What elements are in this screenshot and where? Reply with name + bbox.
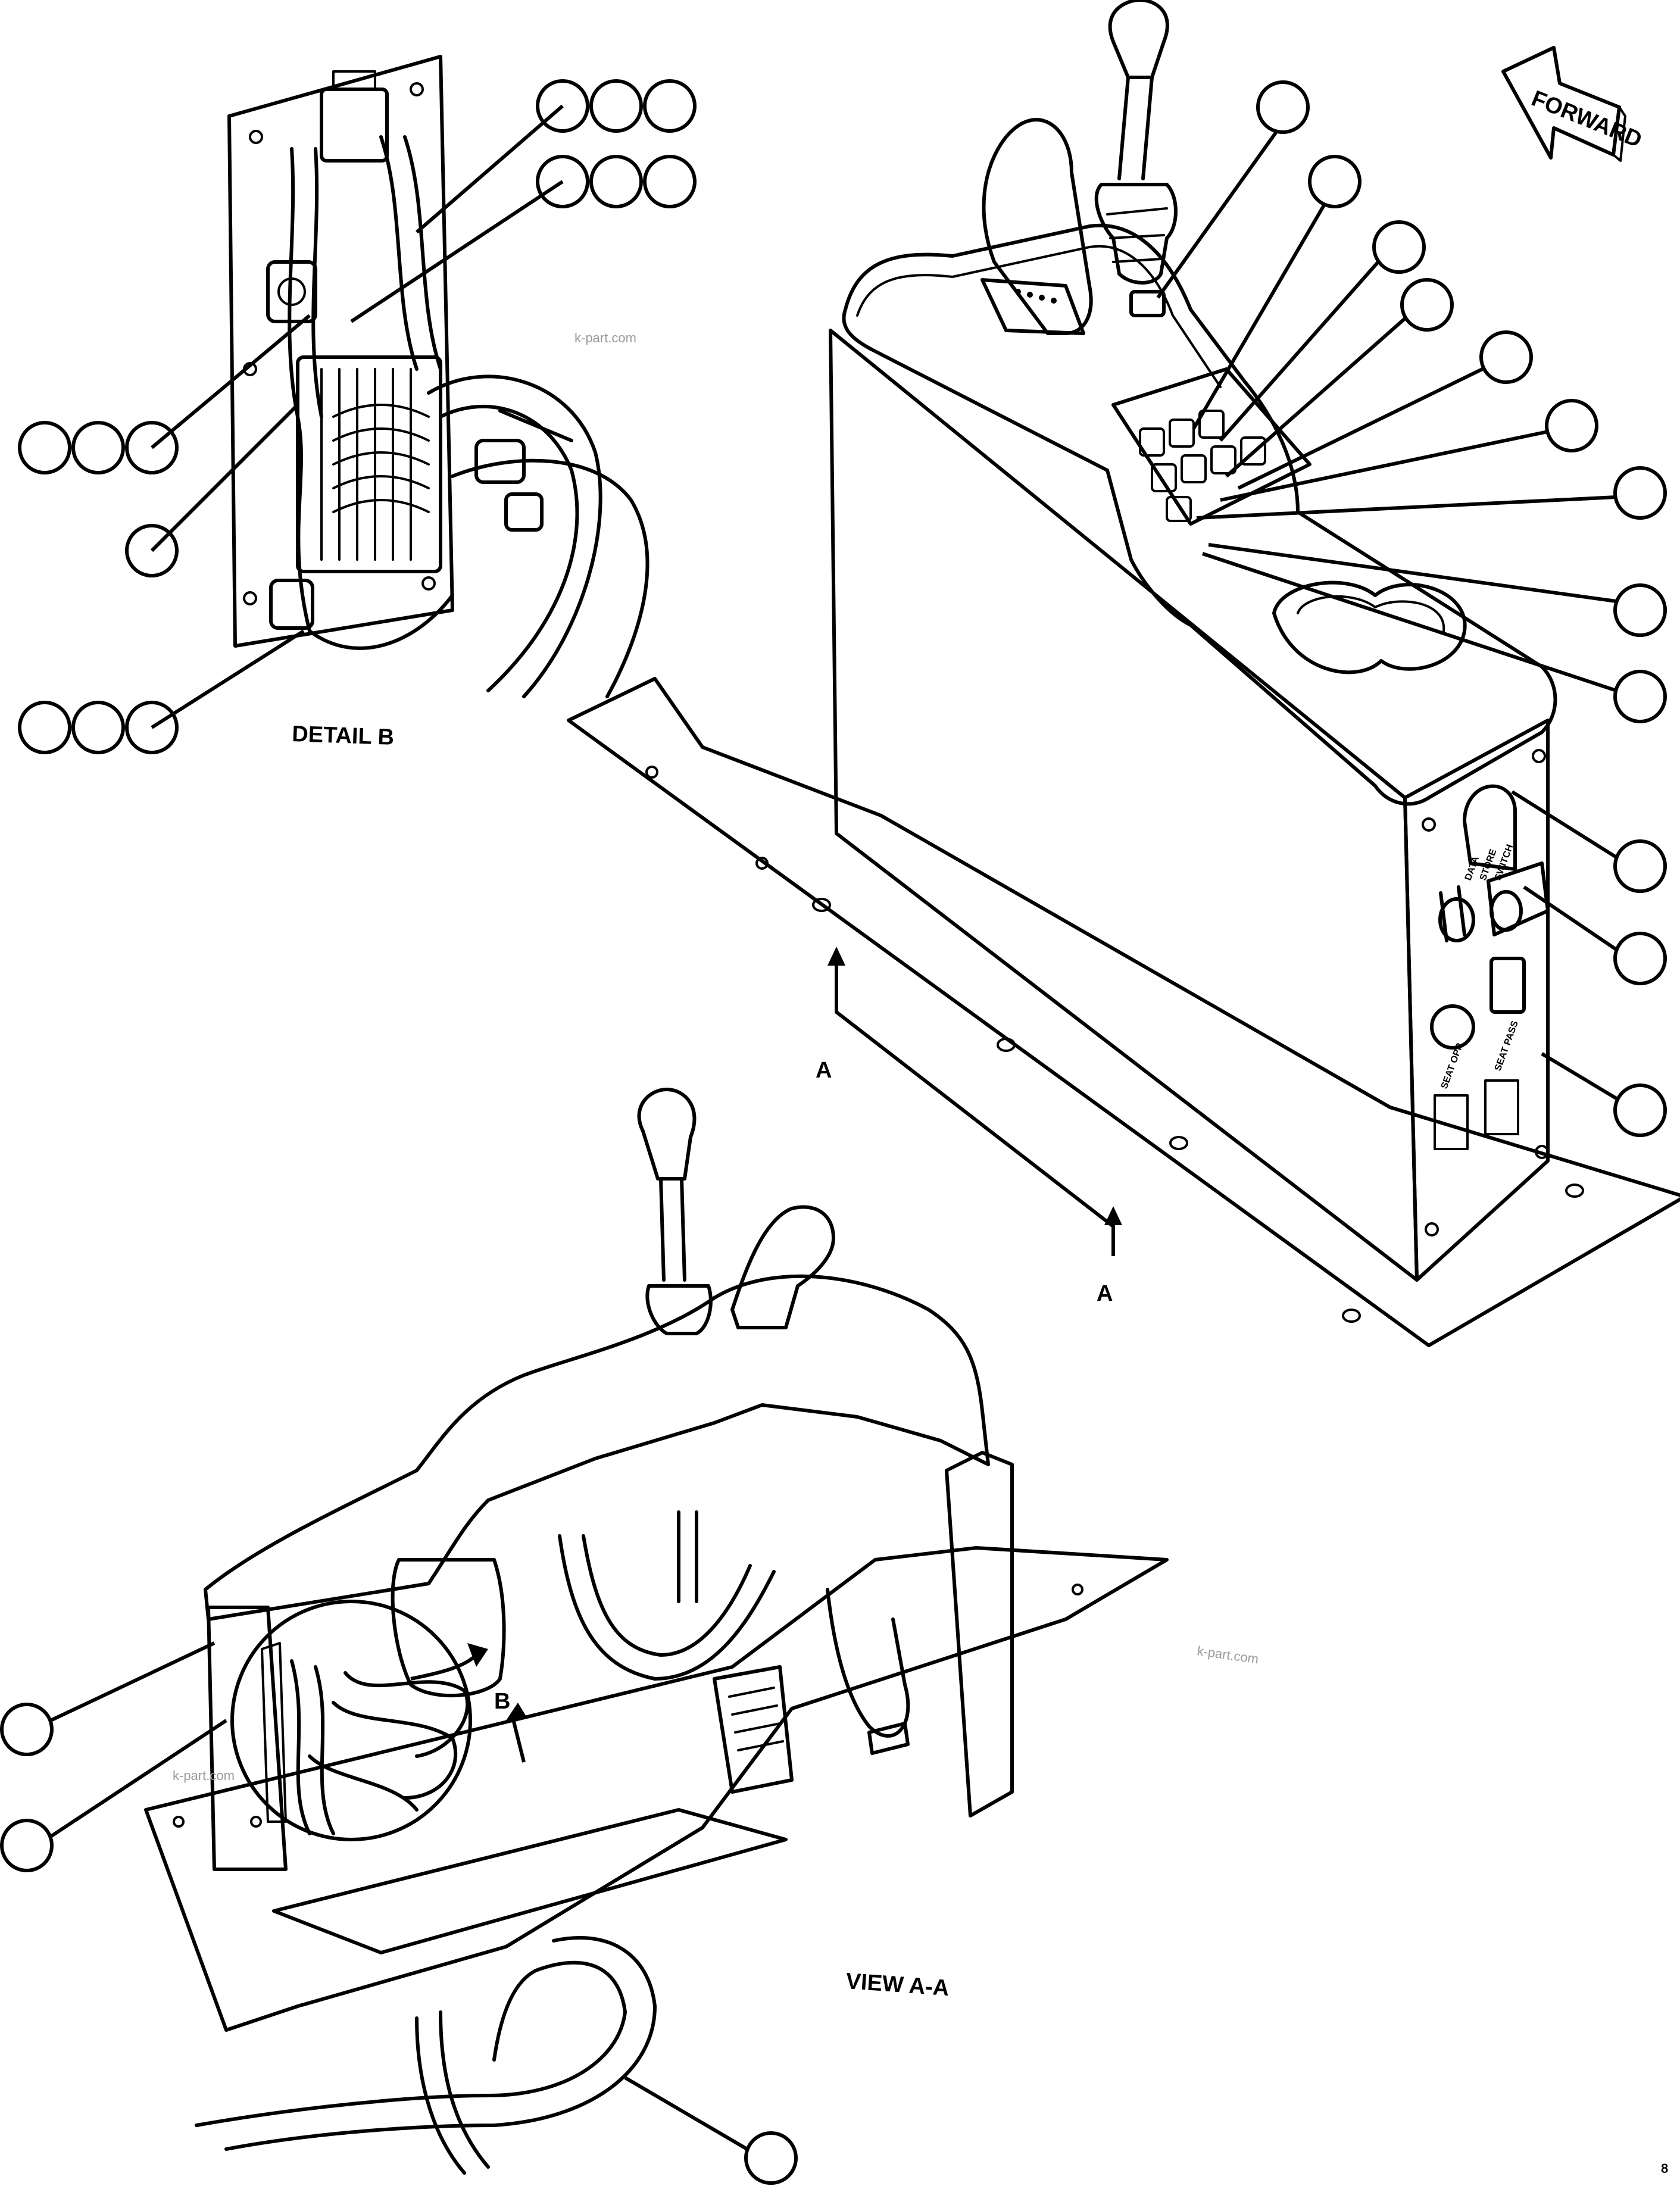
sheet-number: 8 xyxy=(1661,2161,1668,2176)
watermark-mid: k-part.com xyxy=(1196,1643,1259,1666)
detail-b-callouts xyxy=(18,79,697,754)
detail-b-marker-label: B xyxy=(494,1689,510,1714)
detail-b-view: DETAIL B xyxy=(227,55,649,750)
seat-pass-label: SEAT PASS xyxy=(1493,1019,1520,1072)
view-a-a-title: VIEW A-A xyxy=(845,1969,950,2001)
data-store-switch-label-3: SWITCH xyxy=(1493,843,1516,882)
watermark-low: k-part.com xyxy=(173,1768,235,1783)
watermark-top: k-part.com xyxy=(574,330,636,345)
console-callouts xyxy=(1156,80,1667,1137)
section-a-upper-label: A xyxy=(816,1058,832,1083)
section-a-lower-label: A xyxy=(1097,1281,1113,1306)
detail-b-title: DETAIL B xyxy=(292,722,395,750)
console-main-view: DATA STORE SWITCH SEAT OPR SEAT PASS A A xyxy=(567,0,1680,1347)
view-aa-callouts xyxy=(0,1641,798,2185)
view-a-a: B VIEW A-A xyxy=(144,1088,1169,2175)
forward-arrow: FORWARD xyxy=(1501,46,1645,162)
